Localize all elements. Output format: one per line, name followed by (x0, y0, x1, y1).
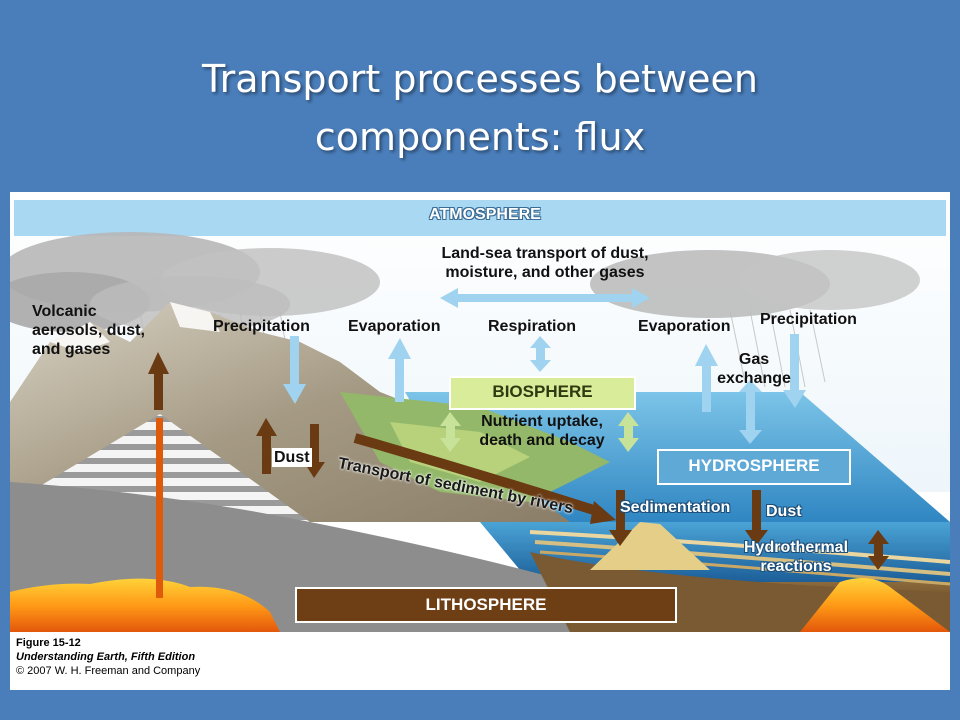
caption-copyright: © 2007 W. H. Freeman and Company (16, 665, 201, 677)
caption-figure-number: Figure 15-12 (16, 637, 81, 649)
volcanic-up-arrow (148, 352, 169, 410)
biosphere-label: BIOSPHERE (492, 382, 593, 401)
hydrosphere-label: HYDROSPHERE (688, 456, 820, 475)
volcanic-label: Volcanic aerosols, dust, and gases (32, 302, 145, 359)
volcanic-line2: aerosols, dust, (32, 322, 145, 339)
evaporation-right-arrow (695, 344, 718, 412)
cloud-right (590, 250, 920, 318)
hydrothermal-label: Hydrothermal reactions (726, 538, 866, 576)
slide-title: Transport processes between components: … (0, 50, 960, 166)
land-sea-line1: Land-sea transport of dust, (441, 245, 649, 262)
nutrient-line1: Nutrient uptake, (481, 413, 603, 430)
evaporation-right-label: Evaporation (638, 318, 731, 335)
precipitation-left-arrow (283, 336, 306, 404)
precipitation-right-arrow (783, 334, 806, 408)
dust-right-label: Dust (766, 503, 802, 520)
rain-right (729, 309, 826, 388)
hydrothermal-line1: Hydrothermal (743, 539, 849, 556)
volcanic-line1: Volcanic (32, 303, 97, 320)
gas-line1: Gas (738, 351, 770, 368)
sedimentation-arrow (609, 490, 632, 546)
land-sea-line2: moisture, and other gases (445, 264, 645, 281)
precipitation-right-label: Precipitation (760, 311, 857, 328)
earth-system-figure: ATMOSPHERE BIOSPHERE HYDROSPHERE LITHOSP… (10, 192, 950, 690)
caption-book-title: Understanding Earth, Fifth Edition (16, 651, 196, 663)
dust-left-up-arrow (256, 418, 277, 474)
atmosphere-label: ATMOSPHERE (429, 206, 541, 223)
nutrient-arrow-left (440, 412, 461, 452)
nutrient-arrow-right (618, 412, 639, 452)
slide-title-line1: Transport processes between (202, 57, 758, 101)
cloud-left (10, 232, 380, 332)
dust-right-down-arrow (745, 490, 768, 546)
hydrothermal-line2: reactions (760, 558, 832, 575)
river-transport-arrow (353, 433, 616, 524)
atmosphere-bar (14, 200, 946, 236)
volcano-conduit (156, 418, 163, 598)
hydrothermal-arrow (868, 530, 889, 570)
gas-line2: exchange (717, 370, 791, 387)
snow-caps (50, 302, 220, 352)
fields (390, 422, 530, 482)
sediment-pile (590, 522, 710, 570)
volcanic-line3: and gases (32, 341, 111, 358)
hydrosphere-box (657, 449, 851, 485)
nutrient-label: Nutrient uptake, death and decay (462, 412, 622, 450)
land-sea-transport-label: Land-sea transport of dust, moisture, an… (405, 244, 685, 282)
evaporation-left-arrow (388, 338, 411, 402)
respiration-label: Respiration (488, 318, 577, 335)
lithosphere-box (295, 587, 677, 623)
precipitation-left-label: Precipitation (213, 318, 310, 335)
biosphere-box (449, 376, 636, 410)
evaporation-left-label: Evaporation (348, 318, 441, 335)
earth-system-illustration (10, 192, 950, 632)
magma-chamber (10, 578, 280, 632)
lithosphere-label: LITHOSPHERE (425, 595, 547, 614)
gas-exchange-label: Gas exchange (704, 350, 804, 388)
nutrient-line2: death and decay (479, 432, 605, 449)
respiration-arrow (530, 336, 551, 372)
figure-caption: Figure 15-12 Understanding Earth, Fifth … (16, 636, 200, 678)
gas-exchange-arrow (739, 380, 762, 444)
dust-left-label: Dust (272, 448, 312, 467)
hydrothermal-vent (800, 578, 950, 632)
sedimentation-label: Sedimentation (620, 499, 731, 516)
land-sea-transport-arrow (440, 288, 650, 308)
slide-title-line2: components: flux (314, 115, 646, 159)
